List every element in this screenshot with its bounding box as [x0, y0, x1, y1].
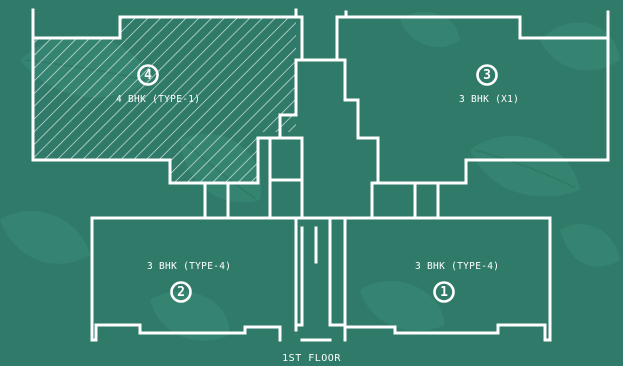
corridor-wall	[294, 226, 304, 327]
unit-1-wall	[343, 216, 417, 332]
leaf-decoration	[0, 211, 90, 264]
unit-4-wall	[31, 8, 260, 185]
unit-4-hatch-fill	[33, 17, 296, 183]
unit-4-wall	[294, 15, 304, 62]
unit-4-wall	[31, 8, 298, 40]
core-wall	[294, 58, 380, 230]
unit-badge-1[interactable]: 1	[433, 281, 455, 303]
leaf-decoration	[360, 281, 445, 331]
unit-1-wall	[343, 216, 552, 342]
unit-1-type-label[interactable]: 3 BHK (TYPE-4)	[415, 261, 500, 272]
unit-number: 2	[177, 285, 185, 300]
unit-2-wall	[90, 216, 282, 342]
unit-badge-3[interactable]: 3	[476, 64, 498, 86]
unit-2-wall	[226, 216, 298, 332]
badge-ring	[170, 281, 192, 303]
stub-wall	[413, 181, 440, 220]
unit-badge-2[interactable]: 2	[170, 281, 192, 303]
unit-4-type-label[interactable]: 4 BHK (TYPE-1)	[116, 94, 201, 105]
badge-ring	[476, 64, 498, 86]
stub-wall	[203, 181, 230, 220]
leaf-decoration	[560, 224, 620, 267]
leaf-decoration	[400, 11, 460, 48]
floor-label: 1ST FLOOR	[282, 353, 341, 364]
unit-number: 3	[483, 68, 491, 83]
core-wall	[256, 58, 298, 185]
badge-ring	[137, 64, 159, 86]
unit-3-wall	[344, 10, 610, 40]
unit-2-type-label[interactable]: 3 BHK (TYPE-4)	[147, 261, 232, 272]
badge-ring	[433, 281, 455, 303]
leaf-decoration	[540, 22, 620, 71]
leaf-decoration	[150, 291, 230, 341]
wall-lines	[31, 8, 610, 342]
unit-badge-4[interactable]: 4	[137, 64, 159, 86]
leaf-vein	[474, 149, 576, 189]
unit-3-wall	[335, 10, 348, 27]
stair-wall	[268, 136, 304, 220]
unit-number: 1	[440, 285, 448, 300]
unit-number: 4	[144, 68, 152, 83]
unit-3-wall	[335, 23, 347, 62]
unit-3-type-label[interactable]: 3 BHK (X1)	[459, 94, 520, 105]
corridor-wall	[328, 226, 347, 327]
